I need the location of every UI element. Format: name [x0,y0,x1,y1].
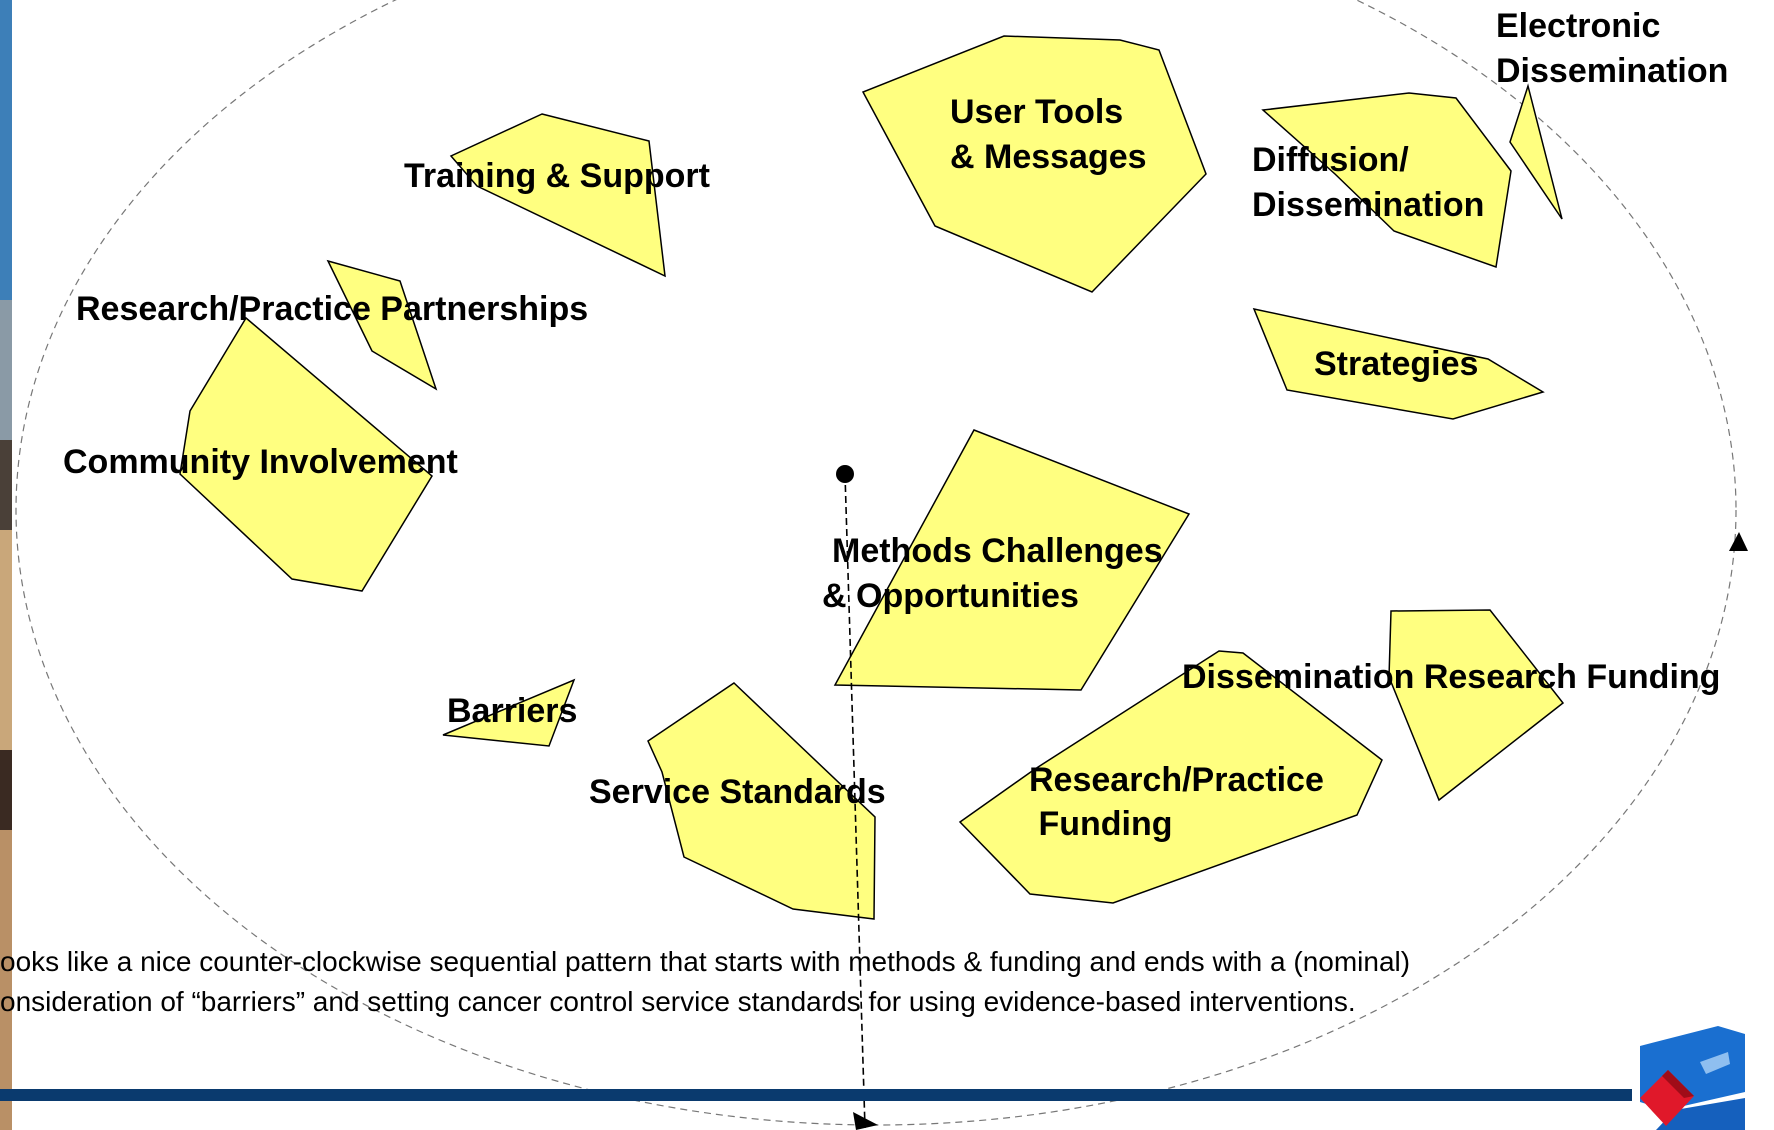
arrow-head-bottom-icon [853,1112,878,1130]
dashed-arrow-line [844,473,866,1129]
label-electronic-dissemination: Electronic Dissemination [1496,7,1728,90]
label-community-involvement: Community Involvement [63,443,458,481]
label-research-practice-partnerships: Research/Practice Partnerships [76,290,588,328]
polygon-user-tools-messages [861,35,1207,293]
label-diffusion-dissemination: Diffusion/ Dissemination [1252,141,1484,224]
label-strategies: Strategies [1314,345,1478,383]
label-research-practice-funding: Research/Practice Funding [1029,761,1324,843]
polygon-strategies [1252,307,1545,420]
label-service-standards: Service Standards [589,773,886,811]
left-photo-strip [0,0,12,1130]
cluster-labels: Training & Support Research/Practice Par… [63,7,1728,843]
cluster-polygons [179,35,1565,920]
polygon-research-practice-funding [958,650,1383,904]
polygon-methods-challenges [833,429,1191,691]
polygon-diffusion-dissemination [1261,92,1512,269]
polygon-dissemination-research-funding [1388,609,1565,802]
label-user-tools-messages: User Tools & Messages [950,93,1147,176]
polygon-community-involvement [179,316,433,592]
caption-text: ooks like a nice counter-clockwise seque… [0,946,1418,1017]
label-methods-challenges: Methods Challenges & Opportunities [822,532,1172,615]
polygon-barriers [442,678,576,747]
label-training-support: Training & Support [404,157,710,195]
logo-icon [1640,1026,1745,1130]
label-barriers: Barriers [447,692,577,730]
polygon-research-practice-partnerships [326,259,438,391]
polygon-training-support [449,113,666,278]
footer-bar [0,1089,1632,1101]
polygon-electronic-dissemination [1509,83,1563,220]
polygon-service-standards [647,682,876,920]
arrow-head-right-icon [1729,532,1748,551]
label-dissemination-research-funding: Dissemination Research Funding [1182,658,1720,696]
